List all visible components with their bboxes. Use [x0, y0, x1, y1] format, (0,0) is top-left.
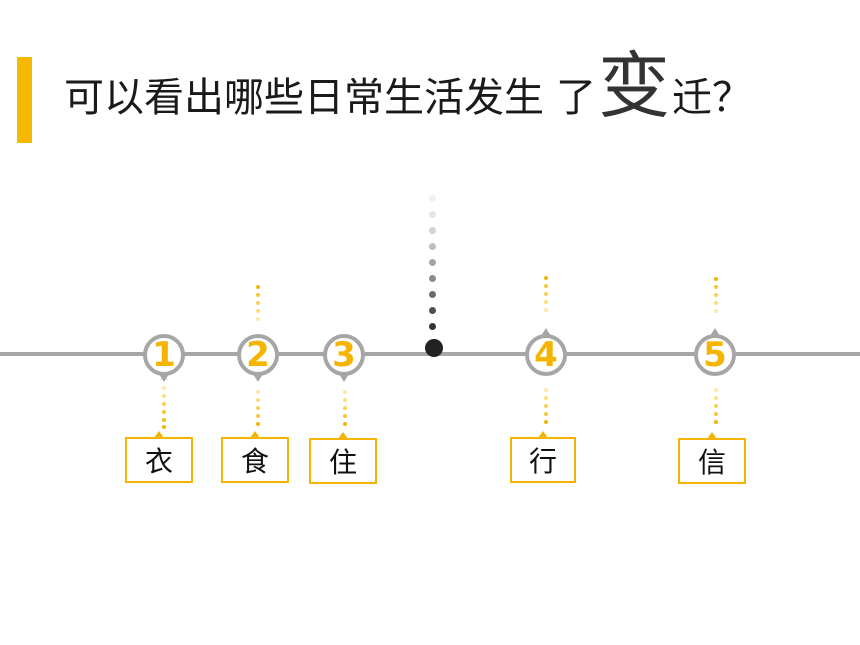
- timeline-marker-2: 2: [236, 333, 280, 382]
- timeline-marker-5: 5: [693, 328, 737, 377]
- label-box-transport: 行: [510, 431, 576, 483]
- title-part-3: 迁？: [672, 75, 753, 121]
- timeline-marker-1: 1: [142, 333, 186, 382]
- label-box-communication: 信: [678, 432, 746, 484]
- label-box-clothing: 衣: [125, 431, 193, 483]
- center-dot: [425, 339, 443, 357]
- label-box-housing: 住: [309, 432, 377, 484]
- marker-number: 4: [534, 335, 558, 375]
- marker-number: 1: [152, 335, 176, 375]
- page-title: 可以看出哪些日常生活发生 了 变 迁？: [64, 36, 752, 126]
- title-part-2: 了: [556, 75, 596, 121]
- timeline-marker-3: 3: [322, 333, 366, 382]
- label-box-food: 食: [221, 431, 289, 483]
- marker-number: 5: [703, 335, 727, 375]
- title-part-1: 可以看出哪些日常生活发生: [64, 75, 544, 121]
- title-accent-bar: [17, 57, 32, 143]
- timeline-marker-4: 4: [524, 328, 568, 377]
- marker-number: 3: [332, 335, 356, 375]
- title-emphasis: 变: [598, 44, 671, 128]
- marker-number: 2: [246, 335, 270, 375]
